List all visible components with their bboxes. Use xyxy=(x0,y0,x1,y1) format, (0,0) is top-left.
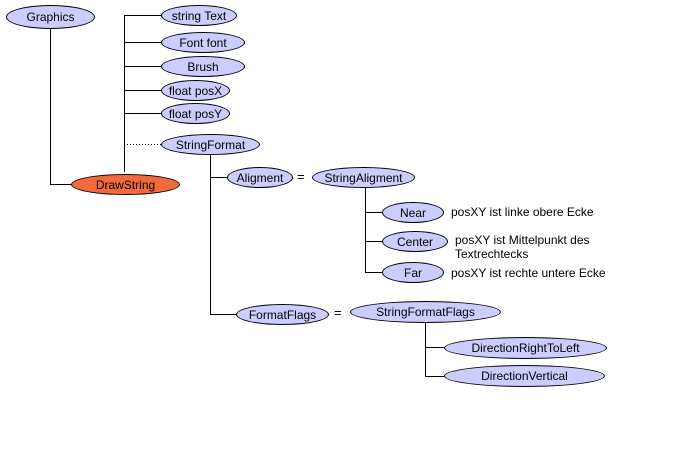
string-text-node: string Text xyxy=(161,5,237,26)
brush-node: Brush xyxy=(161,56,245,77)
stringformatflags-node: StringFormatFlags xyxy=(350,301,501,323)
center-node: Center xyxy=(382,231,448,252)
near-description: posXY ist linke obere Ecke xyxy=(451,205,594,219)
near-node: Near xyxy=(382,202,444,223)
float-posx-node: float posX xyxy=(161,80,230,101)
graphics-node: Graphics xyxy=(6,5,95,29)
formatflags-equals: = xyxy=(334,305,342,320)
connector-stringformat-trunk xyxy=(210,155,237,315)
far-node: Far xyxy=(382,262,444,283)
stringaligment-node: StringAligment xyxy=(312,167,415,188)
font-font-node: Font font xyxy=(161,32,245,53)
float-posy-node: float posY xyxy=(161,103,230,124)
center-description-line2: Textrechtecks xyxy=(455,247,529,261)
directionvertical-node: DirectionVertical xyxy=(444,365,605,387)
connector-stringaligment-trunk xyxy=(365,188,383,273)
aligment-equals: = xyxy=(297,169,305,184)
stringformat-node: StringFormat xyxy=(161,134,260,155)
center-description-line1: posXY ist Mittelpunkt des xyxy=(455,233,590,247)
drawstring-node: DrawString xyxy=(71,174,180,195)
connector-stringformatflags-trunk xyxy=(425,322,445,377)
aligment-node: Aligment xyxy=(227,167,293,188)
connector-graphics-drawstring xyxy=(50,27,72,185)
formatflags-node: FormatFlags xyxy=(236,304,329,325)
far-description: posXY ist rechte untere Ecke xyxy=(451,266,606,280)
directionrighttoleft-node: DirectionRightToLeft xyxy=(444,337,607,359)
